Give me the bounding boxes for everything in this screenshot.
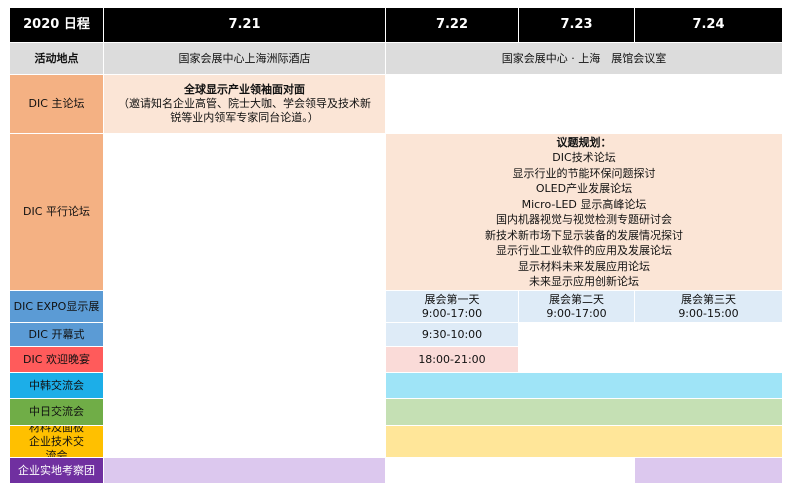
parallel-forum-label: DIC 平行论坛 <box>10 134 103 290</box>
materials-label: 材料及面板企业技术交流会 <box>10 426 103 457</box>
topic-item: 显示行业工业软件的应用及发展论坛 <box>496 244 672 257</box>
topic-item: OLED产业发展论坛 <box>535 182 633 195</box>
korea-label: 中韩交流会 <box>10 373 103 398</box>
japan-bar <box>386 399 782 425</box>
date-7-22: 7.22 <box>386 8 518 42</box>
main-forum-desc: （邀请知名企业高管、院士大咖、学会领导及技术新锐等业内领军专家同台论道。） <box>118 97 371 124</box>
japan-label: 中日交流会 <box>10 399 103 425</box>
expo-day3-name: 展会第三天 <box>681 292 736 306</box>
topic-item: 未来显示应用创新论坛 <box>529 275 639 288</box>
topic-item: 显示行业的节能环保问题探讨 <box>512 166 656 180</box>
dinner-time: 18:00-21:00 <box>386 347 518 372</box>
opening-time: 9:30-10:00 <box>386 323 518 346</box>
topics-title: 议题规划： <box>556 135 612 149</box>
opening-label: DIC 开幕式 <box>10 323 103 346</box>
topic-item: 新技术新市场下显示装备的发展情况探讨 <box>485 228 683 242</box>
year-title: 2020 日程 <box>10 8 103 42</box>
topic-item: 显示材料未来发展应用论坛 <box>518 259 650 273</box>
topic-item: DIC技术论坛 <box>552 151 616 164</box>
tour-label: 企业实地考察团 <box>10 458 103 483</box>
date-7-21: 7.21 <box>104 8 385 42</box>
tour-bar-7-24 <box>635 458 782 483</box>
main-forum-label: DIC 主论坛 <box>10 75 103 133</box>
topic-item: Micro-LED 显示高峰论坛 <box>521 197 647 211</box>
parallel-forum-content: 议题规划： DIC技术论坛 显示行业的节能环保问题探讨 OLED产业发展论坛 M… <box>386 134 782 290</box>
materials-bar <box>386 426 782 457</box>
expo-day2-name: 展会第二天 <box>549 292 604 306</box>
date-7-23: 7.23 <box>519 8 634 42</box>
dinner-label: DIC 欢迎晚宴 <box>10 347 103 372</box>
expo-label: DIC EXPO显示展 <box>10 291 103 322</box>
venue-7-21: 国家会展中心上海洲际酒店 <box>104 43 385 74</box>
expo-day3: 展会第三天 9:00-15:00 <box>635 291 782 322</box>
main-forum-content: 全球显示产业领袖面对面 （邀请知名企业高管、院士大咖、学会领导及技术新锐等业内领… <box>104 75 385 133</box>
expo-day1-time: 9:00-17:00 <box>421 306 483 320</box>
venue-label: 活动地点 <box>10 43 103 74</box>
date-7-24: 7.24 <box>635 8 782 42</box>
expo-day1-name: 展会第一天 <box>424 292 480 306</box>
expo-day2: 展会第二天 9:00-17:00 <box>519 291 634 322</box>
korea-bar <box>386 373 782 398</box>
expo-day3-time: 9:00-15:00 <box>678 306 739 320</box>
topic-item: 国内机器视觉与视觉检测专题研讨会 <box>496 213 672 226</box>
expo-day1: 展会第一天 9:00-17:00 <box>386 291 518 322</box>
venue-7-22-24: 国家会展中心 · 上海 展馆会议室 <box>386 43 782 74</box>
expo-day2-time: 9:00-17:00 <box>546 306 607 320</box>
main-forum-title: 全球显示产业领袖面对面 <box>184 83 305 96</box>
tour-bar-7-21 <box>104 458 385 483</box>
